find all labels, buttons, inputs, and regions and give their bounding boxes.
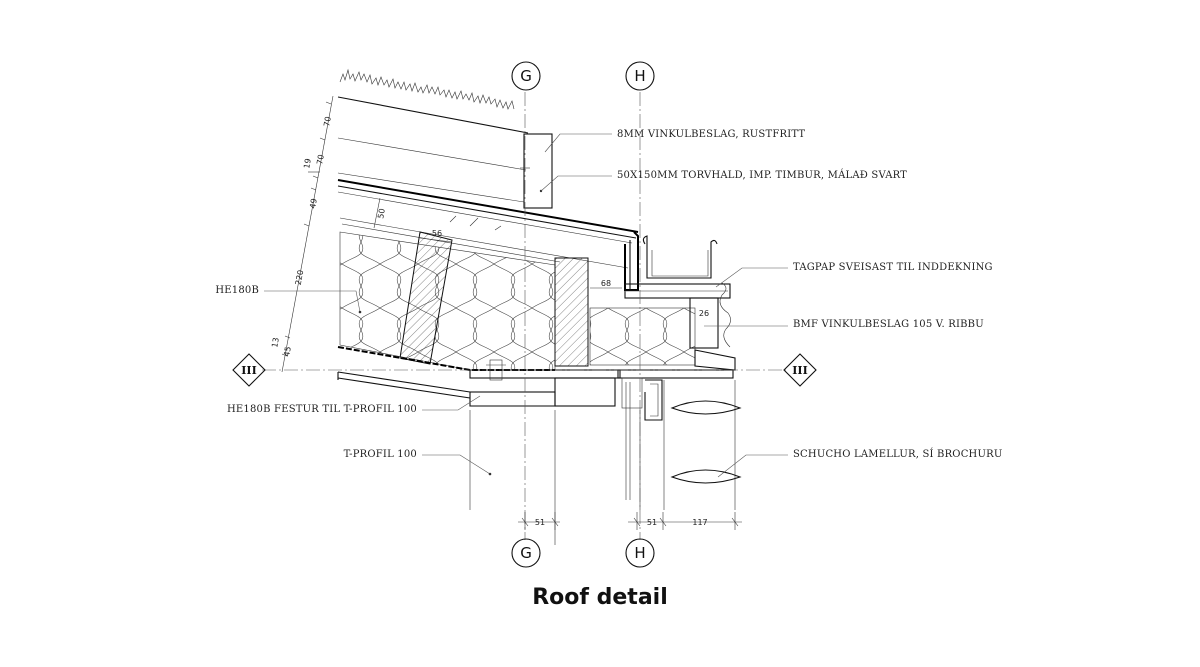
dim-45: 45 <box>282 346 293 358</box>
fascia-flashing <box>624 231 731 348</box>
grid-label-h-bottom: H <box>634 544 645 562</box>
louvre-system <box>617 369 742 510</box>
dim-117: 117 <box>692 518 707 527</box>
annotation-bmf: BMF VINKULBESLAG 105 V. RIBBU <box>704 319 984 330</box>
dim-13: 13 <box>270 337 281 349</box>
turf-layer <box>337 68 529 203</box>
section-marker-left: III <box>232 353 266 387</box>
section-label-left: III <box>241 364 256 377</box>
dim-220: 220 <box>294 269 306 286</box>
label-schucho: SCHUCHO LAMELLUR, SÍ BROCHURU <box>793 448 1002 460</box>
section-marker-right: III <box>783 353 817 387</box>
annotation-schucho: SCHUCHO LAMELLUR, SÍ BROCHURU <box>717 448 1002 478</box>
dim-19: 19 <box>302 158 313 170</box>
dim-56: 56 <box>432 229 442 238</box>
grid-bubble-h-bottom: H <box>625 538 655 568</box>
label-he180b-festur: HE180B FESTUR TIL T-PROFIL 100 <box>227 404 417 415</box>
dim-70b: 70 <box>315 154 326 166</box>
bottom-dimension-chain: 51 51 117 <box>518 512 742 530</box>
dim-51b: 51 <box>647 518 657 527</box>
annotation-torvhald: 50X150MM TORVHALD, IMP. TIMBUR, MÁLAÐ SV… <box>540 169 907 192</box>
drawing-title: Roof detail <box>532 585 668 610</box>
label-t-profil: T-PROFIL 100 <box>344 449 417 460</box>
section-label-right: III <box>792 364 807 377</box>
grid-bubble-g-bottom: G <box>511 538 541 568</box>
label-tagpap: TAGPAP SVEISAST TIL INDDEKNING <box>793 262 993 273</box>
timber-block <box>554 257 589 367</box>
grid-label-g-top: G <box>520 67 532 85</box>
dim-50: 50 <box>376 208 387 220</box>
annotation-t-profil: T-PROFIL 100 <box>344 449 492 476</box>
grid-bubble-g-top: G <box>511 61 541 91</box>
dim-49: 49 <box>308 198 319 210</box>
label-torvhald: 50X150MM TORVHALD, IMP. TIMBUR, MÁLAÐ SV… <box>617 169 907 181</box>
label-vinkulbeslag-8mm: 8MM VINKULBESLAG, RUSTFRITT <box>617 129 805 140</box>
annotation-he180b-festur: HE180B FESTUR TIL T-PROFIL 100 <box>227 395 481 415</box>
grid-bubble-h-top: H <box>625 61 655 91</box>
label-bmf: BMF VINKULBESLAG 105 V. RIBBU <box>793 319 984 330</box>
dim-68: 68 <box>601 279 611 288</box>
label-he180b: HE180B <box>215 285 259 296</box>
inner-dimensions: 50 56 68 26 <box>373 197 709 318</box>
insulation-eave <box>589 297 736 371</box>
annotation-tagpap: TAGPAP SVEISAST TIL INDDEKNING <box>715 262 993 288</box>
annotation-he180b: HE180B <box>215 285 362 314</box>
dim-70a: 70 <box>322 116 333 128</box>
annotation-vinkulbeslag-8mm: 8MM VINKULBESLAG, RUSTFRITT <box>544 129 805 153</box>
dim-51a: 51 <box>535 518 545 527</box>
grid-label-h-top: H <box>634 67 645 85</box>
left-dimension-chain: 70 70 19 49 220 13 45 <box>270 95 334 373</box>
dim-26: 26 <box>699 309 709 318</box>
grid-label-g-bottom: G <box>520 544 532 562</box>
